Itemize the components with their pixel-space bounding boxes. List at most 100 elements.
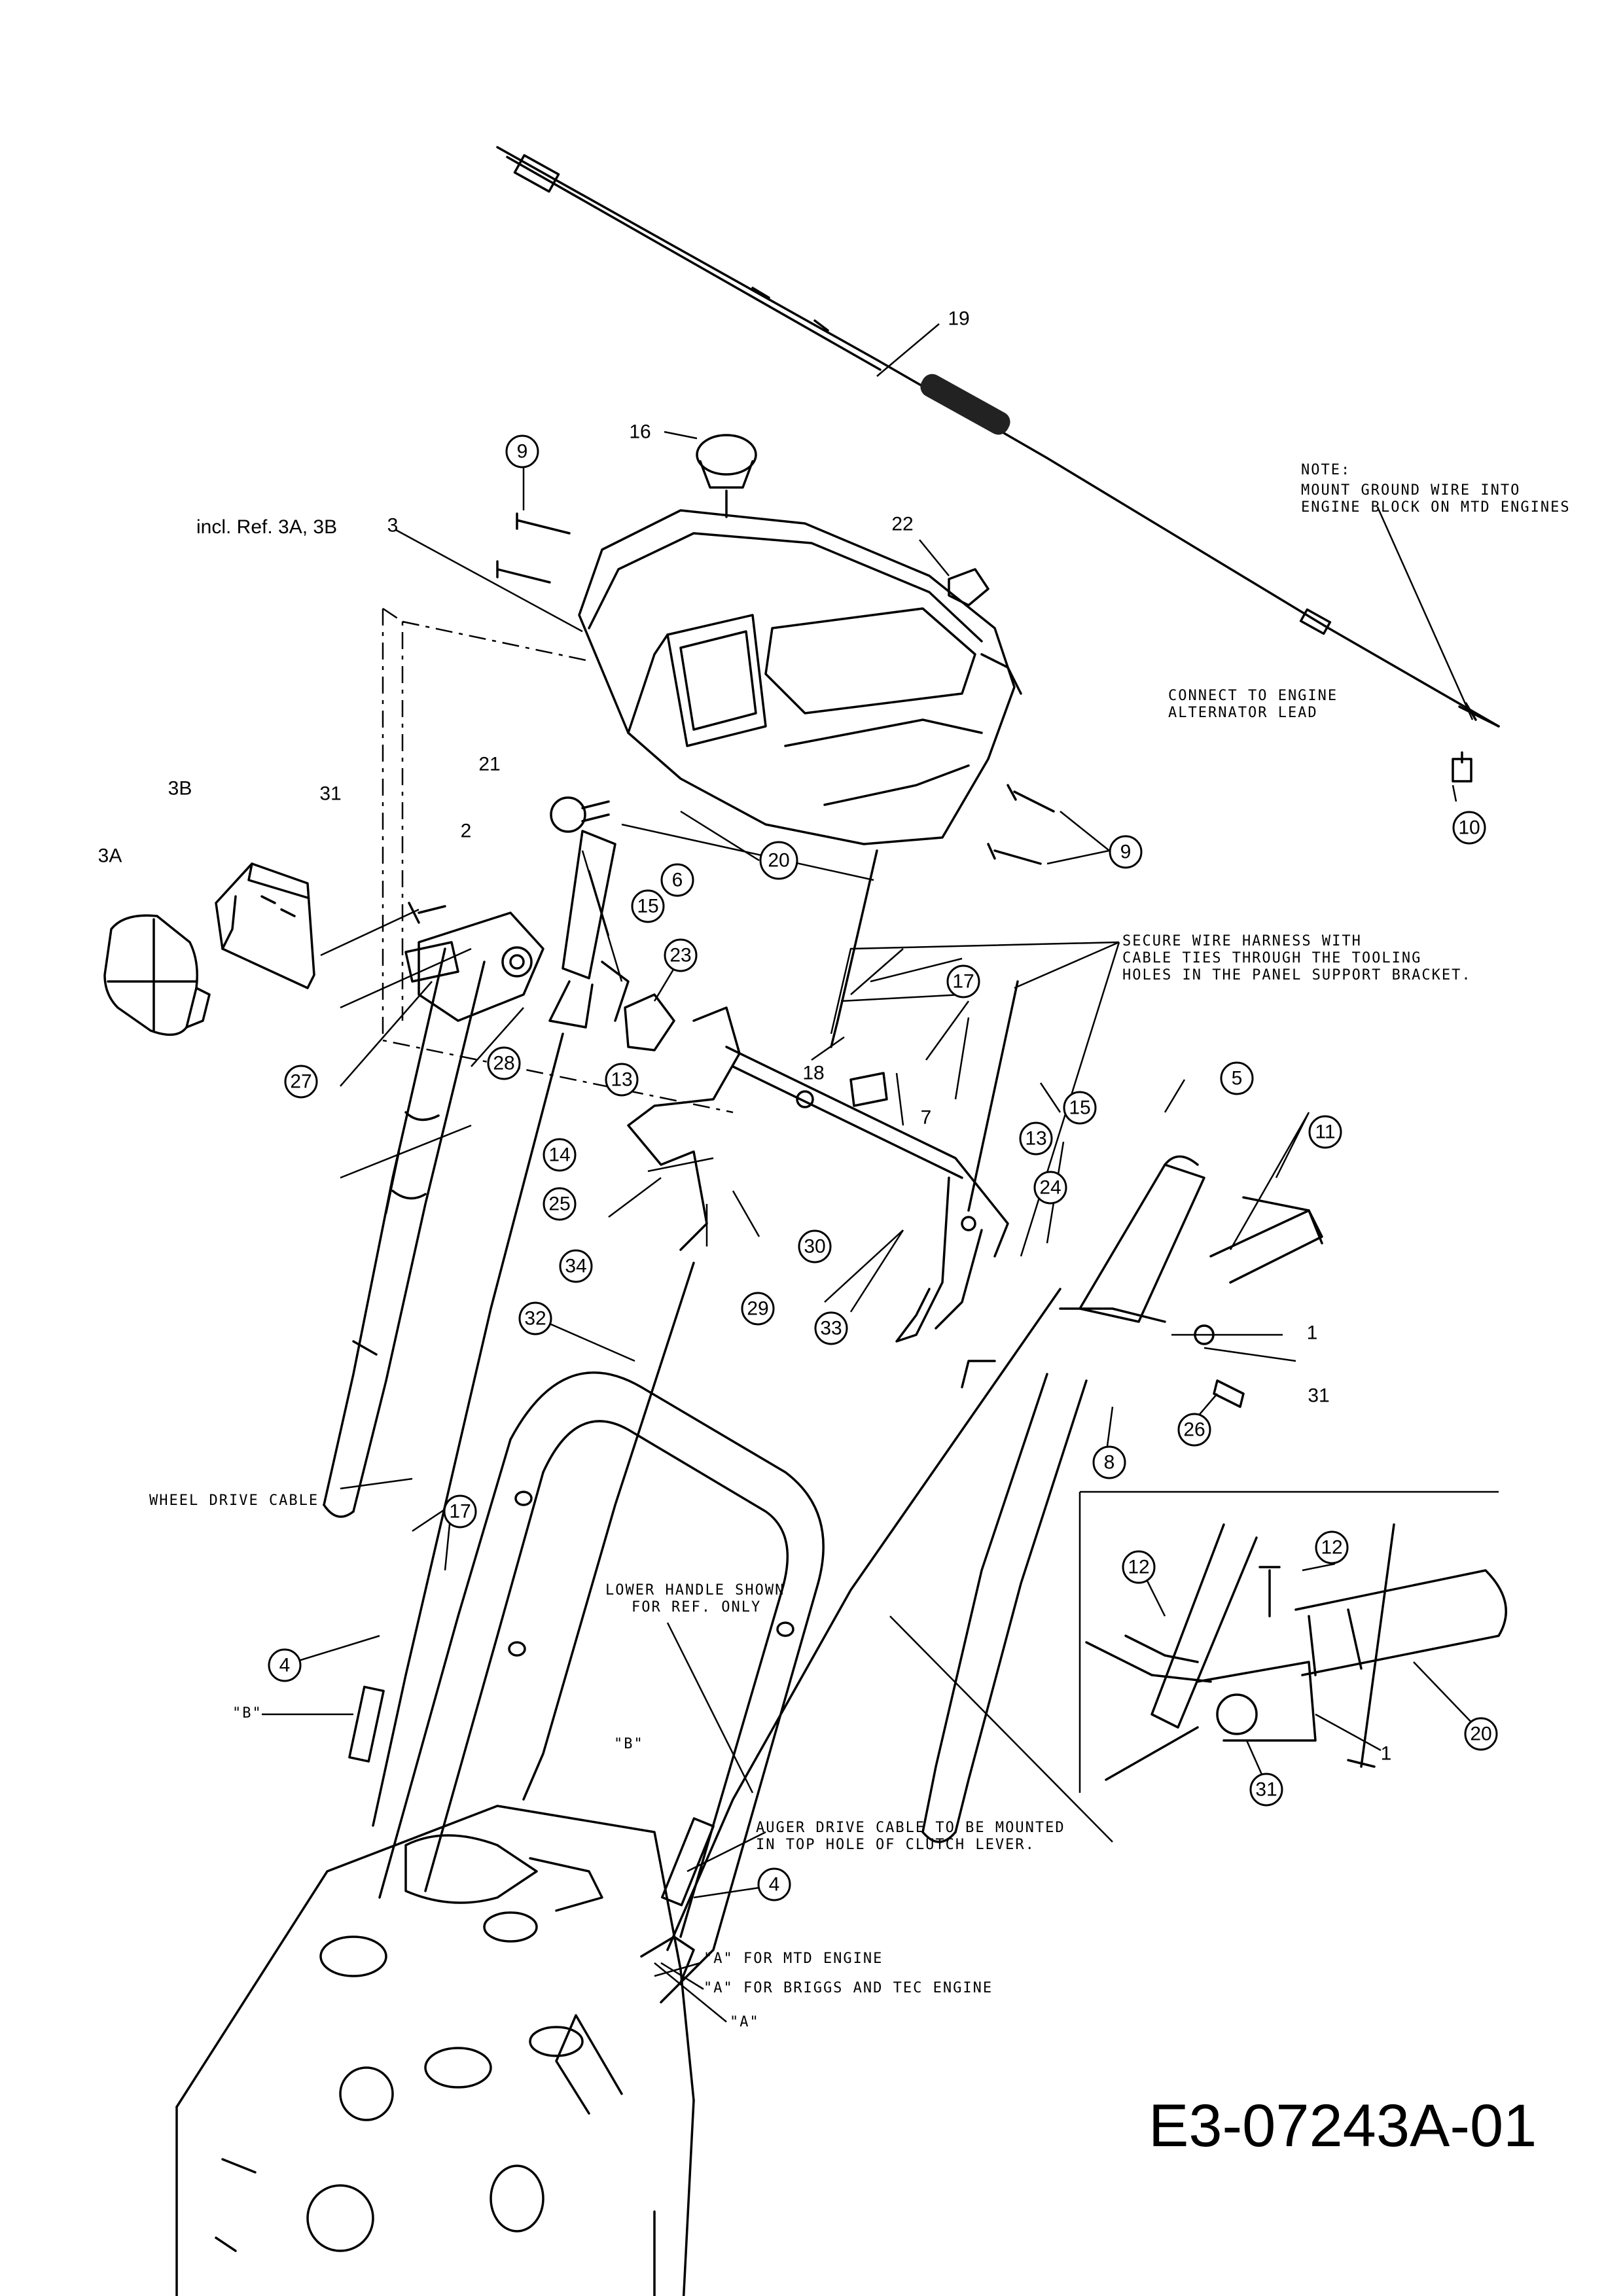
callout-33: 33 (814, 1311, 848, 1345)
svg-text:5: 5 (1232, 1068, 1243, 1089)
callout-24: 24 (1033, 1171, 1067, 1205)
cover-3a (103, 914, 211, 1036)
label-19: 19 (948, 308, 969, 330)
callout-29: 29 (741, 1292, 775, 1326)
label-16: 16 (629, 421, 651, 443)
callout-31-inset: 31 (1249, 1773, 1283, 1807)
drawing-code: E3-07243A-01 (1149, 2093, 1537, 2159)
harness-line-3: HOLES IN THE PANEL SUPPORT BRACKET. (1122, 967, 1472, 983)
svg-text:13: 13 (1025, 1128, 1046, 1150)
bracket-2 (404, 902, 544, 1022)
svg-text:23: 23 (669, 945, 691, 966)
svg-text:15: 15 (1069, 1097, 1090, 1119)
ground-wire-19 (496, 146, 1500, 728)
inset-detail (1079, 1491, 1507, 1793)
cover-3b (215, 862, 315, 989)
label-31-right: 31 (1308, 1385, 1329, 1407)
a-label-plain: "A" (730, 2014, 760, 2030)
svg-text:24: 24 (1039, 1177, 1061, 1199)
incl-ref-note: incl. Ref. 3A, 3B (196, 516, 337, 538)
callout-15-left: 15 (631, 889, 665, 923)
b-label-center: "B" (614, 1736, 644, 1752)
callout-17-top: 17 (946, 964, 980, 998)
callout-10: 10 (1452, 811, 1486, 845)
svg-text:32: 32 (524, 1308, 546, 1330)
callout-20-top: 20 (759, 841, 798, 880)
callout-23: 23 (664, 938, 698, 972)
panel-support-bracket-7 (627, 1006, 1009, 1343)
svg-text:29: 29 (747, 1298, 768, 1320)
connector-10 (1452, 751, 1472, 783)
svg-text:30: 30 (804, 1236, 825, 1258)
callout-32: 32 (518, 1301, 552, 1335)
callout-6: 6 (660, 863, 694, 897)
callout-4-right: 4 (757, 1867, 791, 1901)
label-3: 3 (387, 515, 399, 537)
svg-text:20: 20 (1470, 1723, 1491, 1745)
upper-handle-left (323, 947, 486, 1518)
callout-34: 34 (559, 1249, 593, 1283)
callout-20-inset: 20 (1464, 1717, 1498, 1751)
callout-13-left: 13 (605, 1063, 639, 1097)
label-1-inset: 1 (1381, 1743, 1392, 1765)
callout-12-left: 12 (1122, 1550, 1156, 1584)
label-21: 21 (478, 754, 500, 775)
b-label-left: "B" (232, 1705, 262, 1722)
choke-knob-16 (696, 434, 757, 518)
note-line-2: ENGINE BLOCK ON MTD ENGINES (1301, 499, 1571, 516)
label-18: 18 (802, 1063, 824, 1084)
svg-text:34: 34 (565, 1256, 586, 1277)
callout-26: 26 (1177, 1413, 1211, 1447)
plain-labels: 19 16 3 3B 3A 31 2 21 7 18 1 31 1 incl. … (98, 308, 1392, 1765)
label-3b: 3B (168, 778, 192, 800)
bulb-21 (550, 796, 610, 833)
wheel-drive-cable: WHEEL DRIVE CABLE (149, 1492, 319, 1509)
svg-text:9: 9 (1120, 841, 1132, 863)
svg-text:13: 13 (611, 1069, 632, 1091)
svg-text:20: 20 (768, 850, 789, 872)
svg-text:8: 8 (1104, 1452, 1115, 1474)
screws-9 (496, 512, 1055, 865)
label-3a: 3A (98, 845, 122, 867)
svg-text:28: 28 (493, 1053, 514, 1074)
callout-27: 27 (284, 1065, 318, 1099)
svg-text:12: 12 (1128, 1557, 1149, 1578)
svg-text:4: 4 (279, 1655, 291, 1676)
callout-11: 11 (1308, 1115, 1342, 1149)
clip-22 (948, 568, 990, 607)
switch-18 (849, 1072, 888, 1107)
callout-14: 14 (543, 1138, 577, 1172)
callout-17-bottom: 17 (443, 1494, 477, 1528)
svg-text:14: 14 (548, 1144, 570, 1166)
label-31-left: 31 (319, 783, 341, 805)
svg-text:22: 22 (891, 514, 913, 535)
svg-text:11: 11 (1315, 1122, 1335, 1143)
svg-text:4: 4 (769, 1874, 780, 1896)
callout-30: 30 (798, 1229, 832, 1263)
alternator-line-1: CONNECT TO ENGINE (1168, 688, 1338, 704)
svg-text:17: 17 (952, 971, 974, 993)
auger-line-1: AUGER DRIVE CABLE TO BE MOUNTED (756, 1820, 1065, 1836)
cables (348, 1033, 1061, 1951)
svg-text:9: 9 (517, 441, 528, 463)
dash-panel-3 (578, 509, 1022, 845)
callout-9-right: 9 (1109, 835, 1143, 869)
svg-text:31: 31 (1255, 1779, 1277, 1801)
note-head: NOTE: (1301, 462, 1351, 478)
svg-text:25: 25 (548, 1193, 570, 1215)
notes: NOTE: MOUNT GROUND WIRE INTO ENGINE BLOC… (149, 462, 1571, 2030)
upper-handle-right (921, 1155, 1323, 1843)
callout-12-right: 12 (1315, 1530, 1349, 1564)
shift-rod-6 (548, 830, 630, 1029)
svg-text:12: 12 (1321, 1537, 1342, 1559)
label-2: 2 (461, 821, 472, 842)
note-line-1: MOUNT GROUND WIRE INTO (1301, 482, 1520, 499)
label-7: 7 (921, 1107, 932, 1129)
svg-text:26: 26 (1183, 1419, 1205, 1441)
callout-28: 28 (487, 1046, 521, 1080)
a-label-mtd: "A" FOR MTD ENGINE (704, 1951, 883, 1967)
lower-handle-line-1: LOWER HANDLE SHOWN (605, 1582, 785, 1598)
assembly-outline (382, 607, 734, 1114)
callout-9-top: 9 (505, 434, 539, 468)
